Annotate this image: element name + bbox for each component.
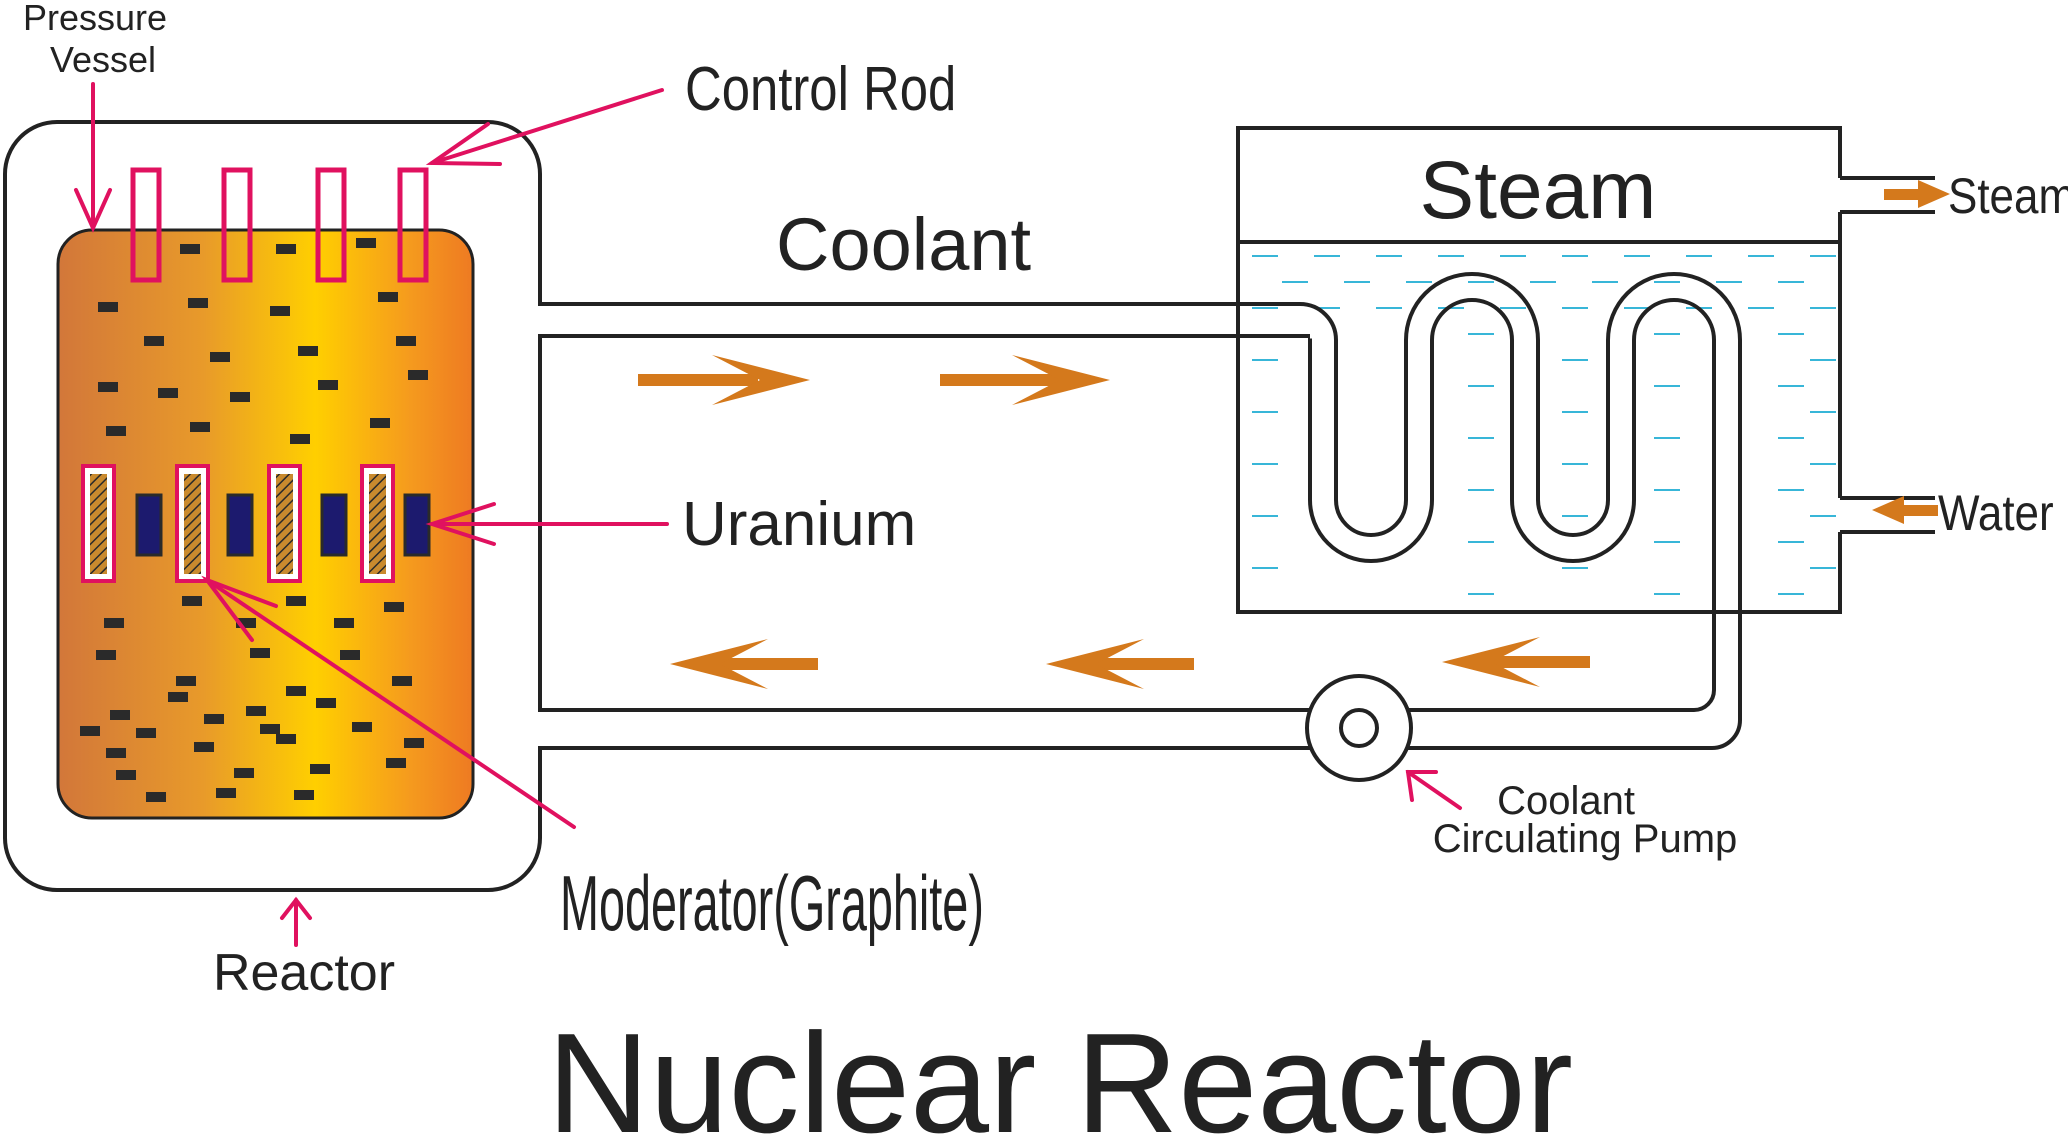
graphite-block <box>316 698 336 708</box>
uranium-bar <box>403 493 431 557</box>
graphite-block <box>404 738 424 748</box>
graphite-block <box>246 706 266 716</box>
graphite-block <box>356 238 376 248</box>
uranium-bar <box>135 493 163 557</box>
control-rod <box>130 167 162 283</box>
control-rods <box>130 167 429 283</box>
graphite-block <box>236 618 256 628</box>
graphite-block <box>204 714 224 724</box>
uranium-bar <box>320 493 348 557</box>
graphite-block <box>386 758 406 768</box>
reactor-label: Reactor <box>213 944 395 1002</box>
moderator-pointer <box>201 575 576 829</box>
steam-out-arrow <box>1884 180 1950 208</box>
control-rod <box>397 167 429 283</box>
graphite-block <box>110 710 130 720</box>
coolant-flow-arrow-right <box>638 355 810 405</box>
pressure-vessel-label: Pressure <box>23 0 167 38</box>
graphite-block <box>334 618 354 628</box>
graphite-block <box>144 336 164 346</box>
graphite-block <box>98 382 118 392</box>
graphite-block <box>176 676 196 686</box>
graphite-block <box>298 346 318 356</box>
steam-chamber-label: Steam <box>1420 145 1657 236</box>
graphite-block <box>352 722 372 732</box>
graphite-block <box>190 422 210 432</box>
graphite-block <box>188 298 208 308</box>
graphite-block <box>80 726 100 736</box>
coolant-flow-arrow-right <box>940 355 1110 405</box>
graphite-block <box>286 686 306 696</box>
pump-label: Circulating Pump <box>1433 817 1738 861</box>
uranium-bar <box>226 493 254 557</box>
graphite-block <box>146 792 166 802</box>
graphite-block <box>370 418 390 428</box>
uranium-bars <box>135 493 431 557</box>
graphite-block <box>158 388 178 398</box>
uranium-label: Uranium <box>682 490 916 559</box>
graphite-block <box>106 748 126 758</box>
graphite-block <box>392 676 412 686</box>
graphite-block <box>194 742 214 752</box>
coolant-flow-arrow-left <box>1442 637 1590 687</box>
pressure-vessel-pointer <box>74 82 112 233</box>
control-rod <box>221 167 253 283</box>
graphite-block <box>106 426 126 436</box>
graphite-block <box>310 764 330 774</box>
steam-out-label: Steam <box>1948 167 2068 223</box>
water-in-label: Water <box>1938 484 2054 540</box>
graphite-block <box>408 370 428 380</box>
graphite-block <box>136 728 156 738</box>
graphite-block <box>104 618 124 628</box>
control-rod-label: Control Rod <box>685 55 956 124</box>
control-rod <box>315 167 347 283</box>
coolant-pipes <box>540 302 1676 750</box>
diagram-title: Nuclear Reactor <box>547 1004 1573 1144</box>
graphite-block <box>270 306 290 316</box>
moderator-rods <box>81 464 395 583</box>
moderator-blocks <box>80 238 428 802</box>
pressure-vessel-label: Vessel <box>50 39 156 80</box>
coolant-flow-arrow-left <box>670 639 818 689</box>
pump-label: Coolant <box>1497 779 1635 823</box>
water <box>1252 255 1836 595</box>
pointers <box>74 82 1462 947</box>
flow-arrows <box>638 180 1950 689</box>
coolant-flow-arrow-left <box>1046 639 1194 689</box>
heat-exchanger-coil-inner <box>1238 298 1716 712</box>
graphite-block <box>290 434 310 444</box>
graphite-block <box>276 734 296 744</box>
graphite-block <box>276 244 296 254</box>
graphite-block <box>260 724 280 734</box>
graphite-block <box>234 768 254 778</box>
heat-exchanger-coil-outer <box>1238 272 1742 750</box>
graphite-block <box>286 596 306 606</box>
water-in-arrow <box>1872 496 1938 524</box>
pump-impeller <box>1339 708 1379 748</box>
graphite-block <box>96 650 116 660</box>
graphite-block <box>210 352 230 362</box>
control-rod-pointer <box>425 88 664 166</box>
graphite-block <box>216 788 236 798</box>
pump-pointer <box>1405 770 1462 810</box>
graphite-block <box>294 790 314 800</box>
graphite-block <box>250 648 270 658</box>
graphite-block <box>182 596 202 606</box>
graphite-block <box>168 692 188 702</box>
graphite-block <box>230 392 250 402</box>
graphite-block <box>396 336 416 346</box>
graphite-block <box>98 302 118 312</box>
graphite-block <box>384 602 404 612</box>
graphite-block <box>340 650 360 660</box>
graphite-block <box>378 292 398 302</box>
coolant-label: Coolant <box>776 203 1032 286</box>
moderator-label: Moderator(Graphite) <box>560 860 984 947</box>
reactor-pointer <box>280 896 312 947</box>
graphite-block <box>116 770 136 780</box>
uranium-pointer <box>425 502 669 546</box>
graphite-block <box>318 380 338 390</box>
graphite-block <box>180 244 200 254</box>
